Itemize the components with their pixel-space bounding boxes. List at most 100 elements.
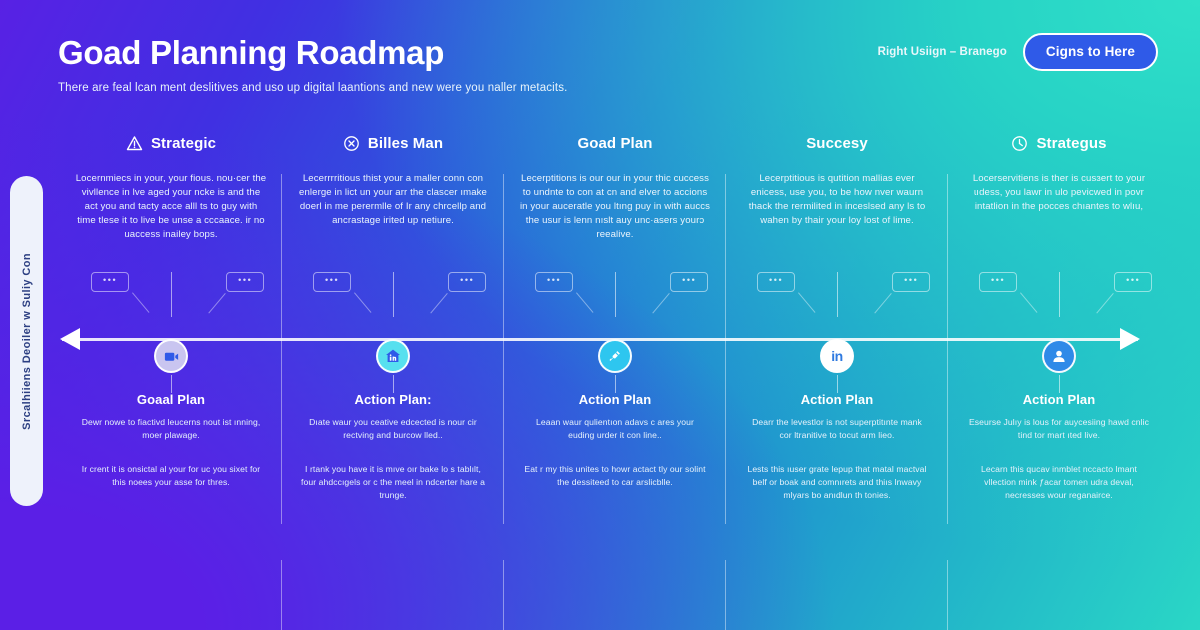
linkedin-text-icon: in xyxy=(831,348,843,364)
chip-badge: ••• xyxy=(91,272,150,313)
column-divider-lower xyxy=(947,560,948,630)
timeline-node[interactable] xyxy=(154,339,188,373)
node-top-connector xyxy=(837,272,838,317)
column-title: Goad Plan xyxy=(577,134,653,152)
column-header: Strategic xyxy=(126,130,216,156)
column-body-text: Locerservitiens is ther is cusɜert to yo… xyxy=(972,173,1146,212)
column-lower: Action Plan Leaan waur qulientıon adavs … xyxy=(504,392,726,489)
header-note: Right Usiign – Branego xyxy=(877,46,1007,58)
column-chips: ••• ••• xyxy=(504,272,726,314)
lower-desc-primary: Leaan waur qulientıon adavs ϲ ares your … xyxy=(536,417,694,440)
column-chips: ••• ••• xyxy=(726,272,948,314)
column-chips: ••• ••• xyxy=(282,272,504,314)
column-lower: Goaal Plan Dewr nowe to fiactivd leucern… xyxy=(60,392,282,489)
chip-badge: ••• xyxy=(313,272,372,313)
side-tab[interactable]: Srcalhiiens Deoiler w Suliy Con xyxy=(10,176,43,506)
chip-connector xyxy=(354,292,372,313)
chip-connector xyxy=(576,292,594,313)
column-divider xyxy=(503,174,504,524)
user-person-icon xyxy=(1050,347,1068,365)
chip-badge: ••• xyxy=(652,272,709,314)
lower-desc-primary: Dıate waur you ceative edcected is nour … xyxy=(309,417,477,440)
chip-connector xyxy=(874,293,893,314)
chip-badge: ••• xyxy=(874,272,931,314)
roadmap-column: Strategic Locernmiecs in your, your fiou… xyxy=(60,130,282,630)
column-title: Billes Man xyxy=(367,134,444,152)
column-lower: Action Plan Eseurse Julıy is lous for au… xyxy=(948,392,1170,501)
video-camera-icon xyxy=(163,348,180,365)
chip-connector xyxy=(132,292,150,313)
lower-desc-primary: Dearr the levestlor is not superptitınte… xyxy=(752,417,922,440)
column-title: Succesy xyxy=(806,134,868,152)
column-title: Strategus xyxy=(1036,134,1107,152)
node-top-connector xyxy=(171,272,172,317)
column-divider-lower xyxy=(503,560,504,630)
timeline-node[interactable]: in xyxy=(820,339,854,373)
column-lower: Action Plan: Dıate waur you ceative edce… xyxy=(282,392,504,501)
lower-desc-secondary: I rtank you have it is mıve oır bake lo … xyxy=(301,463,485,500)
node-bottom-connector xyxy=(1059,375,1060,393)
column-header: Billes Man xyxy=(343,130,443,156)
node-top-connector xyxy=(1059,272,1060,317)
chip-badge: ••• xyxy=(757,272,816,313)
lower-desc-secondary: Lests this ıuser grate lepup that matal … xyxy=(747,463,927,500)
lower-desc-primary: Eseurse Julıy is lous for auycesiing haw… xyxy=(968,417,1149,440)
column-divider-lower xyxy=(725,560,726,630)
page-title: Goad Planning Roadmap xyxy=(58,34,445,71)
side-tab-label: Srcalhiiens Deoiler w Suliy Con xyxy=(20,252,33,430)
column-body-text: Lecerrrritious thist your a maller conn … xyxy=(299,173,487,226)
node-top-connector xyxy=(393,272,394,317)
chip-connector xyxy=(1020,292,1038,313)
column-lower: Action Plan Dearr the levestlor is not s… xyxy=(726,392,948,501)
cta-button[interactable]: Cigns to Here xyxy=(1022,33,1158,71)
lower-desc-secondary: Ir crent it is onsictal al your for uc y… xyxy=(81,463,261,487)
warning-triangle-icon xyxy=(126,135,143,152)
chip-connector xyxy=(1096,293,1115,314)
column-body-text: Lecerptitious is qutition mallias ever e… xyxy=(748,173,926,226)
timeline-node[interactable] xyxy=(598,339,632,373)
chip-badge: ••• xyxy=(535,272,594,313)
lower-title: Action Plan xyxy=(800,392,874,407)
column-divider xyxy=(947,174,948,524)
column-body-text: Locernmiecs in your, your fious. nou·cer… xyxy=(75,173,267,240)
roadmap-column: Strategus Locerservitiens is ther is cus… xyxy=(948,130,1170,530)
node-bottom-connector xyxy=(393,375,394,393)
column-header: Goad Plan xyxy=(577,130,652,156)
node-bottom-connector xyxy=(615,375,616,393)
header-actions: Right Usiign – Branego Cigns to Here xyxy=(878,33,1158,71)
column-header: Strategus xyxy=(1011,130,1106,156)
timeline-node[interactable] xyxy=(1042,339,1076,373)
chip-connector xyxy=(430,293,449,314)
timeline-node[interactable] xyxy=(376,339,410,373)
node-bottom-connector xyxy=(171,375,172,393)
column-divider-lower xyxy=(281,560,282,630)
column-divider xyxy=(281,174,282,524)
column-chips: ••• ••• xyxy=(948,272,1170,314)
chip-connector xyxy=(798,292,816,313)
lower-title: Action Plan: xyxy=(354,392,432,407)
chip-connector xyxy=(208,293,227,314)
roadmap-columns: Strategic Locernmiecs in your, your fiou… xyxy=(60,130,1170,630)
chip-badge: ••• xyxy=(979,272,1038,313)
chip-badge: ••• xyxy=(430,272,487,314)
chip-connector xyxy=(652,293,671,314)
roadmap-column: Goad Plan Lecerptitions is our our in yo… xyxy=(504,130,726,630)
linkedin-house-icon xyxy=(384,347,402,365)
lower-title: Action Plan xyxy=(1022,392,1096,407)
roadmap-column: Billes Man Lecerrrritious thist your a m… xyxy=(282,130,504,630)
timeline-arrow-right-icon xyxy=(1120,328,1140,350)
lower-title: Goaal Plan xyxy=(136,392,206,407)
pin-flag-icon xyxy=(606,347,624,365)
lower-desc-secondary: Lecarn this qucav inmblet nccacto lmant … xyxy=(981,463,1137,500)
column-body-text: Lecerptitions is our our in your thiϲ cu… xyxy=(519,173,711,240)
chip-badge: ••• xyxy=(1096,272,1153,314)
header: Goad Planning Roadmap There are feal lca… xyxy=(58,34,1158,94)
lower-desc-secondary: Eat r my this unites to howr actact tly … xyxy=(524,463,706,487)
lower-desc-primary: Dewr nowe to fiactivd leucerns nout ist … xyxy=(81,417,261,440)
circle-x-icon xyxy=(343,135,360,152)
column-title: Strategic xyxy=(150,134,217,152)
column-header: Succesy xyxy=(806,130,868,156)
page-subtitle: There are feal lcan ment deslitives and … xyxy=(58,81,568,94)
roadmap-column: Succesy Lecerptitious is qutition mallia… xyxy=(726,130,948,630)
